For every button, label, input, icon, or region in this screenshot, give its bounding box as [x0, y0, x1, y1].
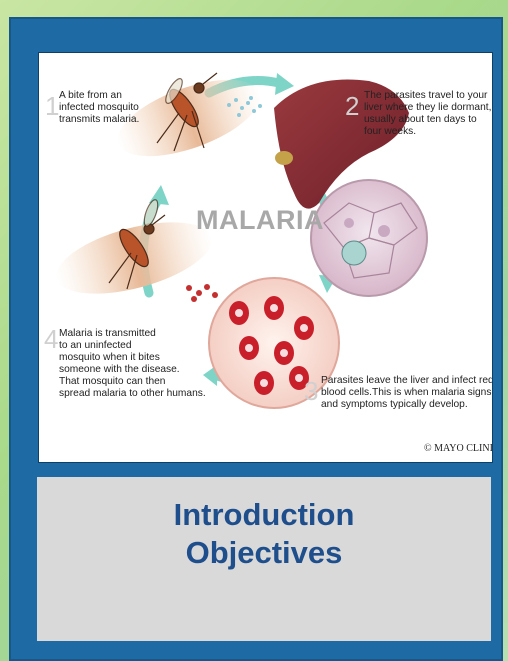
- step-2-text: The parasites travel to your liver where…: [364, 90, 492, 137]
- illustration-title: MALARIA: [196, 205, 324, 235]
- step-4-text: Malaria is transmitted to an uninfected …: [59, 328, 206, 399]
- caption-box: Introduction Objectives: [37, 477, 491, 641]
- step-2-number: 2: [345, 91, 359, 121]
- liver-cells-circle: [311, 180, 427, 296]
- step-3-number: 3: [304, 376, 318, 406]
- blood-droplets: [186, 284, 218, 302]
- caption-objectives: Objectives: [37, 534, 491, 572]
- caption-introduction: Introduction: [37, 496, 491, 534]
- blood-cells-circle: [209, 278, 339, 408]
- step-1-number: 1: [45, 91, 59, 121]
- image-credit: © MAYO CLINIC: [424, 443, 492, 454]
- step-4-number: 4: [44, 324, 58, 354]
- step-1-text: A bite from an infected mosquito transmi…: [59, 90, 142, 125]
- malaria-lifecycle-illustration: MALARIA 1 A bite from an infected mosqui…: [39, 53, 492, 462]
- step-3-text: Parasites leave the liver and infect red…: [321, 375, 492, 410]
